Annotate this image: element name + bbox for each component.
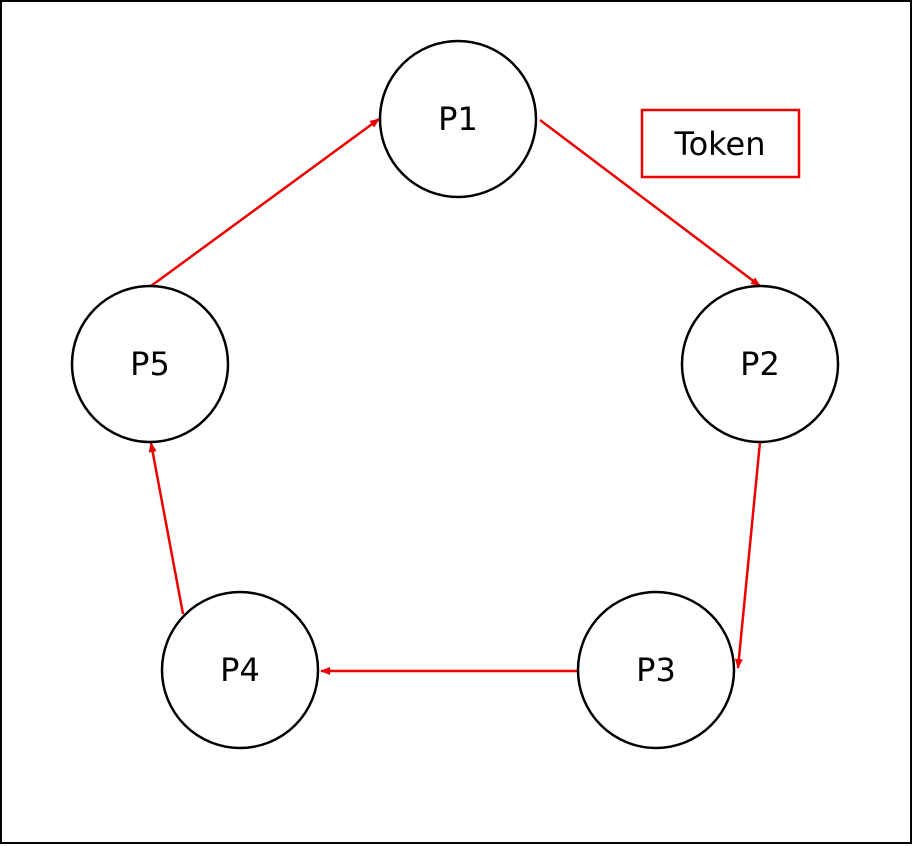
node-p5: P5	[70, 284, 230, 444]
edge-p2-to-p3	[734, 441, 762, 669]
node-p4-circle	[160, 590, 320, 750]
node-p4-label: P4	[220, 651, 260, 689]
node-p5-label: P5	[130, 345, 170, 383]
node-p3-circle	[576, 590, 736, 750]
node-p5-circle	[70, 284, 230, 444]
edges-group	[148, 117, 762, 675]
node-p2: P2	[680, 284, 840, 444]
edge-p4-to-p5	[148, 442, 185, 615]
edge-p5-to-p1	[150, 117, 380, 288]
node-p3: P3	[576, 590, 736, 750]
node-p2-label: P2	[740, 345, 780, 383]
node-p3-label: P3	[636, 651, 676, 689]
node-p4: P4	[160, 590, 320, 750]
token-label: Token	[673, 125, 765, 163]
node-p1-label: P1	[438, 100, 478, 138]
token-legend: Token	[640, 108, 801, 179]
node-p1-circle	[378, 39, 538, 199]
edge-p1-to-p2	[539, 119, 761, 287]
node-p2-circle	[680, 284, 840, 444]
node-p1: P1	[378, 39, 538, 199]
token-box	[640, 108, 801, 179]
